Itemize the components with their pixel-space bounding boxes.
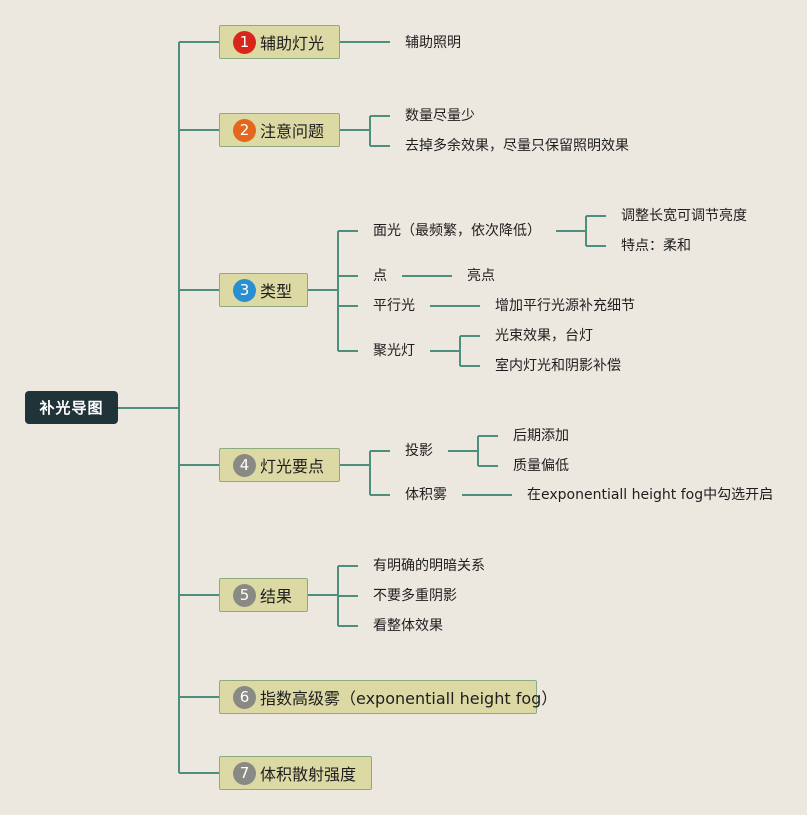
leaf-node[interactable]: 调整长宽可调节亮度 — [618, 207, 750, 225]
branch-node-6[interactable]: 6 指数高级雾（exponentiall height fog） — [219, 680, 557, 714]
leaf-node[interactable]: 室内灯光和阴影补偿 — [492, 357, 624, 375]
branch-label-7: 体积散射强度 — [260, 765, 357, 784]
branch-label-5: 结果 — [260, 587, 293, 606]
branch-label-6: 指数高级雾（exponentiall height fog） — [260, 689, 558, 708]
sub-node[interactable]: 投影 — [402, 442, 436, 460]
number-badge-7: 7 — [233, 761, 256, 785]
leaf-node[interactable]: 辅助照明 — [402, 34, 464, 52]
number-badge-5: 5 — [233, 583, 256, 607]
branch-label-2: 注意问题 — [260, 122, 325, 141]
number-badge-3: 3 — [233, 278, 256, 302]
leaf-node[interactable]: 不要多重阴影 — [370, 587, 460, 605]
number-badge-4: 4 — [233, 453, 256, 477]
leaf-node[interactable]: 在exponentiall height fog中勾选开启 — [524, 486, 777, 504]
leaf-node[interactable]: 质量偏低 — [510, 457, 572, 475]
leaf-node[interactable]: 增加平行光源补充细节 — [492, 297, 638, 315]
leaf-node[interactable]: 数量尽量少 — [402, 107, 478, 125]
branch-node-5[interactable]: 5 结果 — [219, 578, 308, 612]
leaf-node[interactable]: 有明确的明暗关系 — [370, 557, 488, 575]
root-node[interactable]: 补光导图 — [25, 391, 118, 424]
branch-node-4[interactable]: 4 灯光要点 — [219, 448, 340, 482]
sub-node[interactable]: 聚光灯 — [370, 342, 418, 360]
leaf-node[interactable]: 特点：柔和 — [618, 237, 694, 255]
branch-label-4: 灯光要点 — [260, 457, 325, 476]
branch-label-3: 类型 — [260, 282, 293, 301]
sub-node[interactable]: 面光（最频繁，依次降低） — [370, 222, 544, 240]
number-badge-6: 6 — [233, 685, 256, 709]
number-badge-2: 2 — [233, 118, 256, 142]
sub-node[interactable]: 点 — [370, 267, 390, 285]
leaf-node[interactable]: 去掉多余效果，尽量只保留照明效果 — [402, 137, 632, 155]
leaf-node[interactable]: 光束效果，台灯 — [492, 327, 596, 345]
leaf-node[interactable]: 看整体效果 — [370, 617, 446, 635]
branch-label-1: 辅助灯光 — [260, 34, 325, 53]
sub-node[interactable]: 体积雾 — [402, 486, 450, 504]
sub-node[interactable]: 平行光 — [370, 297, 418, 315]
leaf-node[interactable]: 亮点 — [464, 267, 498, 285]
branch-node-7[interactable]: 7 体积散射强度 — [219, 756, 372, 790]
branch-node-3[interactable]: 3 类型 — [219, 273, 308, 307]
branch-node-1[interactable]: 1 辅助灯光 — [219, 25, 340, 59]
leaf-node[interactable]: 后期添加 — [510, 427, 572, 445]
branch-node-2[interactable]: 2 注意问题 — [219, 113, 340, 147]
number-badge-1: 1 — [233, 30, 256, 54]
